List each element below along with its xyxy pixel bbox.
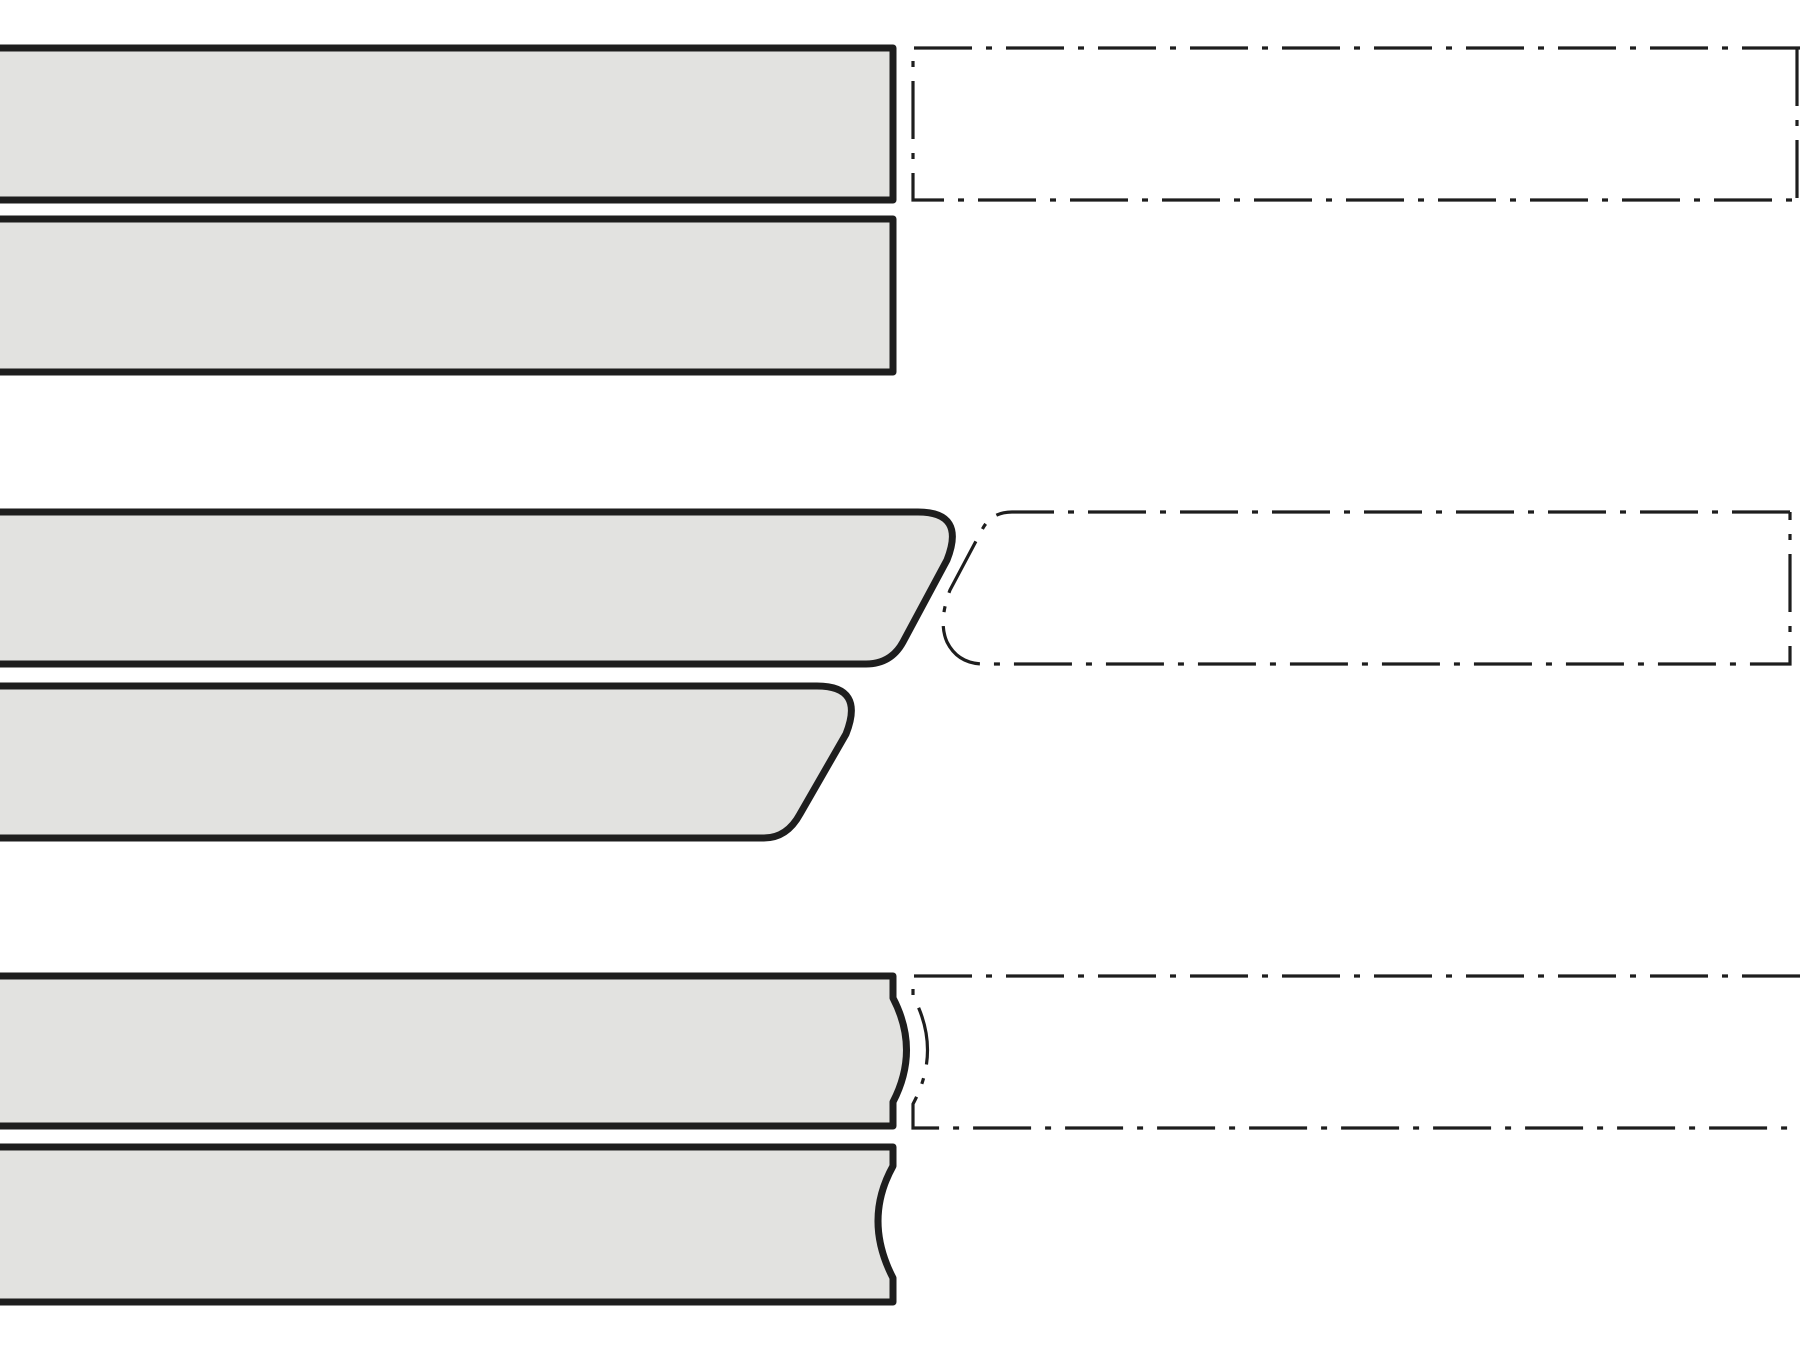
square-edge-phantom-plank [911,46,1800,202]
bevel-edge-joint-group [0,508,1792,842]
concave-edge-phantom-plank [911,974,1800,1130]
concave-edge-plank-bottom [0,1143,897,1306]
bevel-edge-plank-top [0,508,956,668]
bevel-edge-phantom-plank [941,510,1792,666]
square-edge-plank-bottom [0,215,897,376]
square-edge-joint-group [0,44,1800,376]
tongue-groove-joint-group [0,972,1800,1306]
bevel-edge-plank-bottom [0,682,855,842]
convex-edge-plank-top [0,972,910,1130]
square-edge-plank-top [0,44,897,204]
